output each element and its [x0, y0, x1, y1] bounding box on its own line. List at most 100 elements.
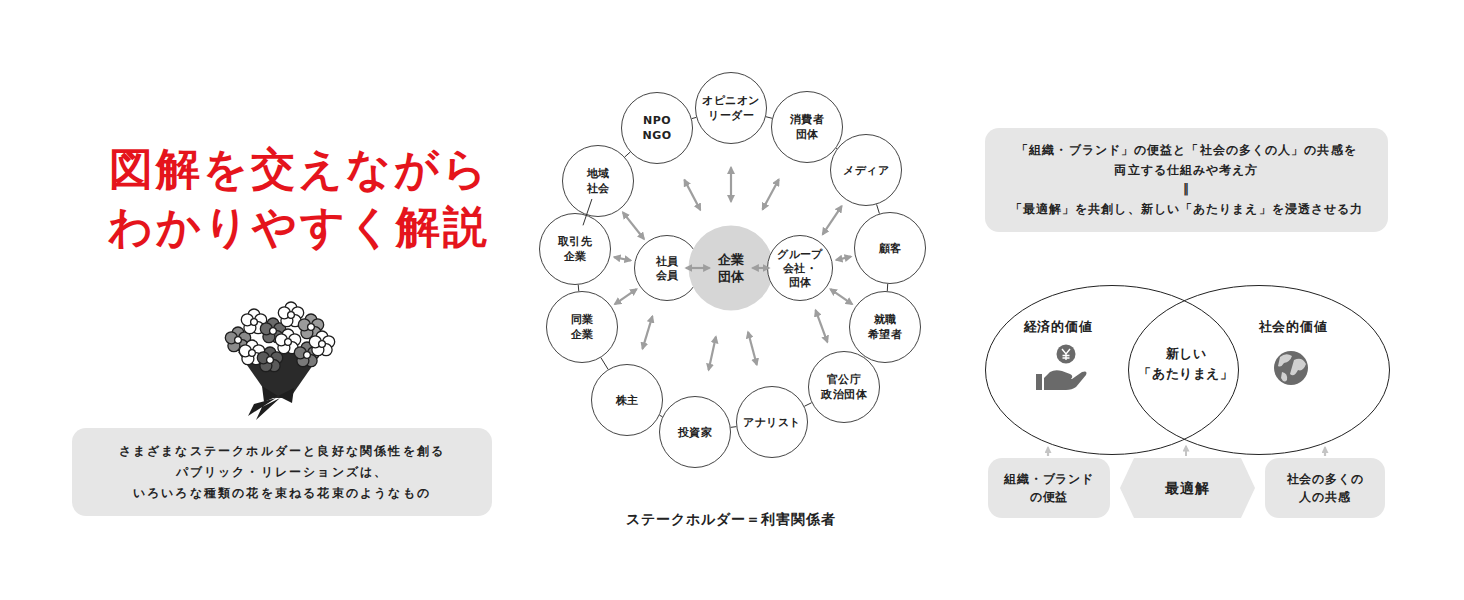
bouquet-illustration: [225, 302, 334, 420]
ring-line: [766, 117, 772, 119]
node-text: NPO NGO: [640, 113, 675, 143]
stakeholder-circle-shape: [737, 387, 808, 458]
stakeholder-circle-shape: [592, 365, 663, 436]
continent: [1290, 359, 1306, 376]
yen-mark: [1062, 349, 1070, 360]
node-text: オピニオン リーダー: [699, 93, 763, 123]
stakeholder-circle: アナリスト: [736, 386, 808, 458]
page-title-holder: 図解を交えながら わかりやすく解説: [98, 140, 500, 256]
node-text: さまざまなステークホルダーと良好な関係性を創る パブリック・リレーションズは、 …: [110, 441, 454, 504]
stakeholder-circle: オピニオン リーダー: [695, 72, 767, 144]
member-circle-shape: [635, 236, 700, 301]
hand: [1044, 370, 1087, 390]
ring-line: [578, 285, 580, 291]
stakeholder-circle-shape: [831, 135, 902, 206]
stakeholder-circle: NPO NGO: [621, 92, 693, 164]
globe: [1274, 351, 1308, 385]
node-text: 「組織・ブランド」の便益と「社会の多くの人」の共感を 両立する仕組みや考え方 ‖…: [1001, 141, 1373, 219]
hexagon-shape: [1120, 458, 1255, 518]
node-text: 最適解: [1162, 479, 1213, 497]
ring-line: [804, 403, 811, 407]
factor-box: 社会の多くの 人の共感: [1265, 458, 1385, 518]
stakeholder-circle-shape: [563, 146, 634, 217]
node-text: 消費者 団体: [787, 112, 827, 142]
organization-circle-outline: [688, 225, 774, 311]
stakeholder-circle-outline: [808, 351, 880, 423]
text-holder: 社会的価値: [1255, 318, 1331, 335]
stakeholder-circle: 取引先 企業: [539, 213, 611, 285]
node-text: 社員 会員: [653, 254, 681, 282]
flower: [309, 331, 334, 356]
note-box: さまざまなステークホルダーと良好な関係性を創る パブリック・リレーションズは、 …: [72, 428, 492, 516]
relation-arrow: [730, 168, 732, 202]
ring-line: [601, 358, 608, 370]
organization-circle-shape: [689, 226, 774, 311]
globe-icon: [1274, 351, 1308, 385]
up-arrow: [1324, 447, 1326, 456]
relation-arrow: [753, 267, 770, 269]
stakeholder-circle-outline: [539, 213, 611, 285]
stakeholder-circle: 顧客: [854, 212, 926, 284]
ribbon-tail: [248, 398, 280, 420]
relation-arrow: [686, 267, 710, 269]
ring-line: [877, 204, 880, 213]
stakeholder-circle-outline: [546, 291, 618, 363]
node-text: 組織・ブランド の便益: [1000, 470, 1098, 506]
relation-arrow: [643, 316, 653, 349]
stakeholder-circle-outline: [562, 145, 634, 217]
ribbon-bow: [262, 386, 294, 403]
optimum-box: 最適解: [1120, 458, 1255, 518]
relation-arrow: [684, 180, 700, 210]
relation-arrow: [823, 206, 842, 234]
node-text: 同業 企業: [568, 312, 596, 342]
flower: [257, 347, 282, 372]
relation-arrow: [830, 289, 852, 304]
stakeholder-circle-shape: [809, 352, 880, 423]
up-arrow: [1185, 446, 1187, 456]
ring-line: [625, 152, 630, 157]
overlap-label-holder: 新しい 「あたりまえ」: [1134, 344, 1238, 384]
stakeholder-circle: 投資家: [659, 396, 731, 468]
yen-hand-icon: [1036, 345, 1087, 391]
stakeholder-circle-shape: [772, 92, 843, 163]
relation-arrow: [623, 212, 644, 239]
relation-arrow: [763, 179, 779, 209]
group-circle-shape: [768, 236, 833, 301]
node-text: 取引先 企業: [555, 234, 595, 264]
relation-arrow: [836, 257, 851, 260]
node-text: アナリスト: [740, 415, 804, 430]
ring-line: [887, 284, 888, 291]
member-circle: 社員 会員: [634, 235, 700, 301]
ring-line: [660, 415, 663, 416]
stakeholder-circle-outline: [695, 72, 767, 144]
node-text: 地域 社会: [584, 166, 612, 196]
stakeholder-circle-shape: [850, 292, 921, 363]
stakeholder-circle-shape: [660, 397, 731, 468]
ellipse-shape: [986, 286, 1239, 455]
stakeholder-circle-shape: [547, 292, 618, 363]
stakeholder-circle-shape: [696, 73, 767, 144]
relation-arrow: [615, 289, 637, 304]
text-holder: 経済的価値: [1020, 318, 1096, 335]
node-text: メディア: [840, 163, 892, 178]
organization-circle: 企業 団体: [688, 225, 774, 311]
stakeholder-circle: 消費者 団体: [771, 91, 843, 163]
stakeholder-circle-shape: [622, 93, 693, 164]
ellipse-shape: [1129, 286, 1390, 455]
relation-arrow: [709, 337, 716, 370]
node-text: 投資家: [675, 425, 715, 440]
overlap-label: 新しい 「あたりまえ」: [1134, 344, 1238, 384]
ring-line: [692, 117, 696, 118]
stakeholder-circle: 地域 社会: [562, 145, 634, 217]
page-title: 図解を交えながら わかりやすく解説: [98, 140, 500, 256]
diagram-caption-holder: ステークホルダー＝利害関係者: [620, 509, 843, 529]
stakeholder-circle: 株主: [591, 364, 663, 436]
node-text: 社会の多くの 人の共感: [1283, 470, 1367, 506]
node-text: 経済的価値: [1020, 318, 1096, 335]
up-arrow: [1047, 447, 1049, 456]
stakeholder-circle-shape: [540, 214, 611, 285]
continent: [1281, 372, 1287, 382]
relation-arrow: [816, 310, 828, 342]
node-text: 官公庁 政治団体: [818, 372, 870, 402]
definition-box: 「組織・ブランド」の便益と「社会の多くの人」の共感を 両立する仕組みや考え方 ‖…: [985, 128, 1388, 232]
